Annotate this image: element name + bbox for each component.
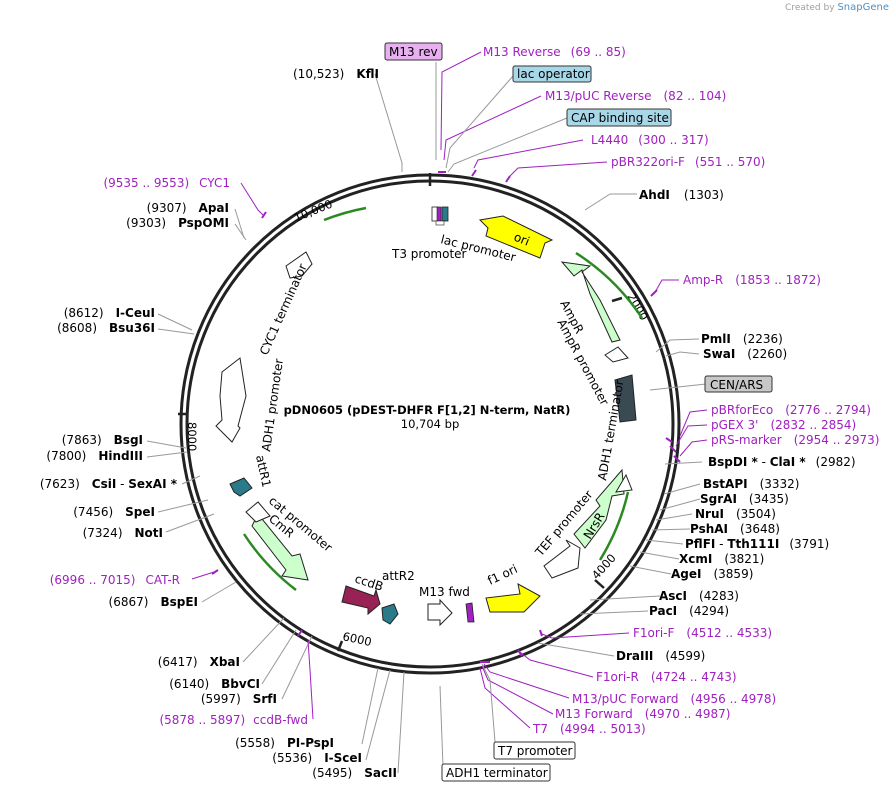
enzyme-hindiii[interactable]: (7800)HindIII [46,449,143,463]
svg-text:CEN/ARS: CEN/ARS [710,378,763,392]
feature-f1-ori-label: f1 ori [485,562,519,588]
feature-ori-arrow[interactable] [478,215,554,259]
feature-cyc1-terminator-label: CYC1 terminator [257,262,310,358]
feature-nrsr-arrow[interactable] [573,468,633,549]
label-m13-rev-box[interactable]: M13 rev [384,42,443,61]
green-arcs [242,206,644,591]
enzyme-pspomi[interactable]: (9303)PspOMI [126,216,229,230]
enzyme-bbvci[interactable]: (6140)BbvCI [169,677,260,691]
primer-pbr322ori-f[interactable]: pBR322ori-F(551 .. 570) [611,155,765,169]
svg-text:lac operator: lac operator [517,67,590,81]
label-lac-operator-box[interactable]: lac operator [512,65,592,83]
feature-cmr-arrow[interactable] [251,513,309,581]
enzyme-i-scei[interactable]: (5536)I-SceI [272,751,362,765]
feature-adh1-promoter-arrow[interactable] [215,357,247,443]
tick-marks [178,173,623,652]
primer-m13-puc-forward[interactable]: M13/pUC Forward(4956 .. 4978) [572,692,776,706]
enzyme-xcmi[interactable]: XcmI(3821) [679,552,764,566]
enzyme-bsgi[interactable]: (7863)BsgI [62,433,143,447]
feature-attr1-arrow[interactable] [229,477,253,497]
enzyme-bspdi-clai[interactable]: BspDI * - ClaI *(2982) [708,455,856,469]
enzyme-draiii[interactable]: DraIII(4599) [616,649,705,663]
enzyme-pi-pspi[interactable]: (5558)PI-PspI [235,736,334,750]
label-cap-binding-site-box[interactable]: CAP binding site [566,108,672,127]
enzyme-csii-sexai[interactable]: (7623)CsiI - SexAI * [40,477,178,491]
feature-attr1-label: attR1 [253,454,274,489]
primer-m13-reverse[interactable]: M13 Reverse(69 .. 85) [483,45,626,59]
primer-pgex-3[interactable]: pGEX 3'(2832 .. 2854) [711,418,856,432]
enzyme-pflfi-tth111i[interactable]: PflFI - Tth111I(3791) [685,537,829,551]
feature-attr2-label: attR2 [382,569,415,583]
primer-m13-puc-reverse[interactable]: M13/pUC Reverse(82 .. 104) [545,89,726,103]
enzyme-bstapi[interactable]: BstAPI(3332) [703,477,799,491]
feature-m13-fwd-label: M13 fwd [419,585,470,599]
tick-label-8000: 8000 [185,422,199,451]
enzyme-apai[interactable]: (9307)ApaI [147,201,229,215]
enzyme-pmli[interactable]: PmlI(2236) [701,332,783,346]
feature-ccdb-arrow[interactable] [341,585,381,616]
feature-t3-promoter-label: T3 promoter [391,247,467,261]
svg-text:T7 promoter: T7 promoter [497,744,573,758]
primer-f1ori-f[interactable]: F1ori-F(4512 .. 4533) [633,626,772,640]
primer-cyc1[interactable]: (9535 .. 9553)CYC1 [103,176,230,190]
feature-tef-promoter-arrow[interactable] [543,539,581,579]
primer-f1ori-r[interactable]: F1ori-R(4724 .. 4743) [596,670,737,684]
primer-ticks [211,169,681,663]
enzyme-bspei[interactable]: (6867)BspEI [109,595,198,609]
primer-m13-forward[interactable]: M13 Forward(4970 .. 4987) [555,707,730,721]
primer-ccdb-fwd[interactable]: (5878 .. 5897)ccdB-fwd [159,713,308,727]
enzyme-spei[interactable]: (7456)SpeI [73,505,155,519]
primer-amp-r[interactable]: Amp-R(1853 .. 1872) [683,273,821,287]
primer-prs-marker[interactable]: pRS-marker(2954 .. 2973) [711,433,879,447]
label-adh1-terminator-box[interactable]: ADH1 terminator [441,763,551,782]
enzyme-xbai[interactable]: (6417)XbaI [158,655,240,669]
plasmid-size: 10,704 bp [401,417,460,431]
enzyme-i-ceui[interactable]: (8612)I-CeuI [64,306,155,320]
tick-label-6000: 6000 [341,629,373,649]
feature-cen-ars-block[interactable] [614,374,637,423]
primer-l4440[interactable]: L4440(300 .. 317) [591,133,709,147]
enzyme-ahdi[interactable]: AhdI(1303) [639,188,724,202]
snapgene-credit: Created by SnapGene [785,2,889,13]
svg-text:ADH1 terminator: ADH1 terminator [446,766,548,780]
enzyme-asci[interactable]: AscI(4283) [659,589,739,603]
feature-cat-promoter-arrow[interactable] [245,501,271,523]
feature-m13fwd-marker[interactable] [465,602,475,623]
feature-adh1-promoter-label: ADH1 promoter [259,358,286,453]
tick-label-10000: 10,000 [292,197,335,225]
enzyme-noti[interactable]: (7324)NotI [83,526,163,540]
enzyme-paci[interactable]: PacI(4294) [649,604,729,618]
enzyme-swai[interactable]: SwaI(2260) [703,347,787,361]
feature-f1-ori-arrow[interactable] [485,583,541,613]
snapgene-logo: SnapGene [837,2,889,13]
enzyme-sacii[interactable]: (5495)SacII [312,766,397,780]
enzyme-pshai[interactable]: PshAI(3648) [690,522,780,536]
tick-label-2000: 2000 [624,291,651,323]
primer-pbrforeco[interactable]: pBRforEco(2776 .. 2794) [711,403,871,417]
plasmid-name: pDN0605 (pDEST-DHFR F[1,2] N-term, NatR) [284,403,571,417]
feature-t7-white-arrow[interactable] [427,598,453,627]
label-t7-promoter-box[interactable]: T7 promoter [493,741,576,760]
enzyme-sgrai[interactable]: SgrAI(3435) [700,492,789,506]
enzyme-agei[interactable]: AgeI(3859) [671,567,753,581]
enzyme-nrui[interactable]: NruI(3504) [695,507,776,521]
enzyme-bsu36i[interactable]: (8608)Bsu36I [57,321,155,335]
leader-lines [146,51,708,774]
enzyme-srfi[interactable]: (5997)SrfI [201,692,277,706]
feature-ori-label: ori [512,230,532,249]
enzyme-kfli[interactable]: (10,523)KflI [293,67,379,81]
label-cen-ars-box[interactable]: CEN/ARS [704,375,773,393]
primer-cat-r[interactable]: (6996 .. 7015)CAT-R [50,573,180,587]
svg-text:M13 rev: M13 rev [389,45,438,59]
feature-lac-operator-cluster[interactable] [431,206,449,226]
feature-attr2-arrow[interactable] [381,603,399,625]
feature-cyc1-terminator-arrow[interactable] [285,251,313,279]
svg-text:CAP binding site: CAP binding site [571,111,669,125]
feature-ampr-arrow[interactable] [560,261,629,363]
primer-t7[interactable]: T7(4994 .. 5013) [532,722,646,736]
